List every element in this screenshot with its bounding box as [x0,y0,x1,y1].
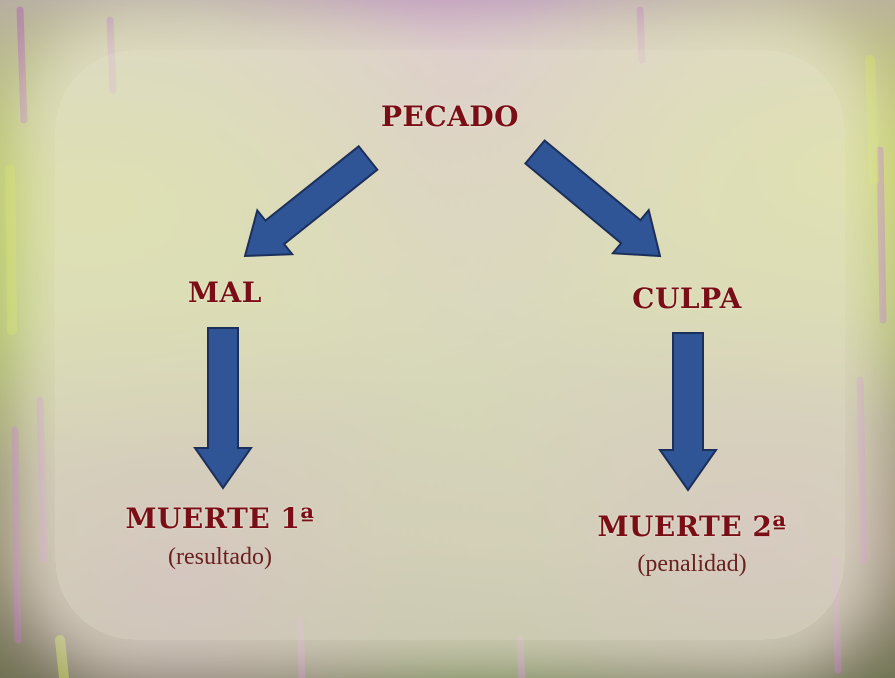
node-mal: MAL [188,276,262,309]
soft-overlay [55,50,845,640]
node-muerte-2-note: (penalidad) [637,551,747,577]
arrow-pecado-to-culpa [523,139,662,258]
node-pecado: PECADO [380,100,520,133]
node-muerte-2: MUERTE 2ª [597,510,787,543]
arrow-pecado-to-mal [243,144,379,258]
arrow-mal-to-muerte-1 [193,327,253,490]
arrow-culpa-to-muerte-2 [658,332,718,492]
node-muerte-1: MUERTE 1ª [125,502,315,535]
node-culpa: CULPA [632,282,742,315]
node-muerte-1-note: (resultado) [168,544,272,570]
